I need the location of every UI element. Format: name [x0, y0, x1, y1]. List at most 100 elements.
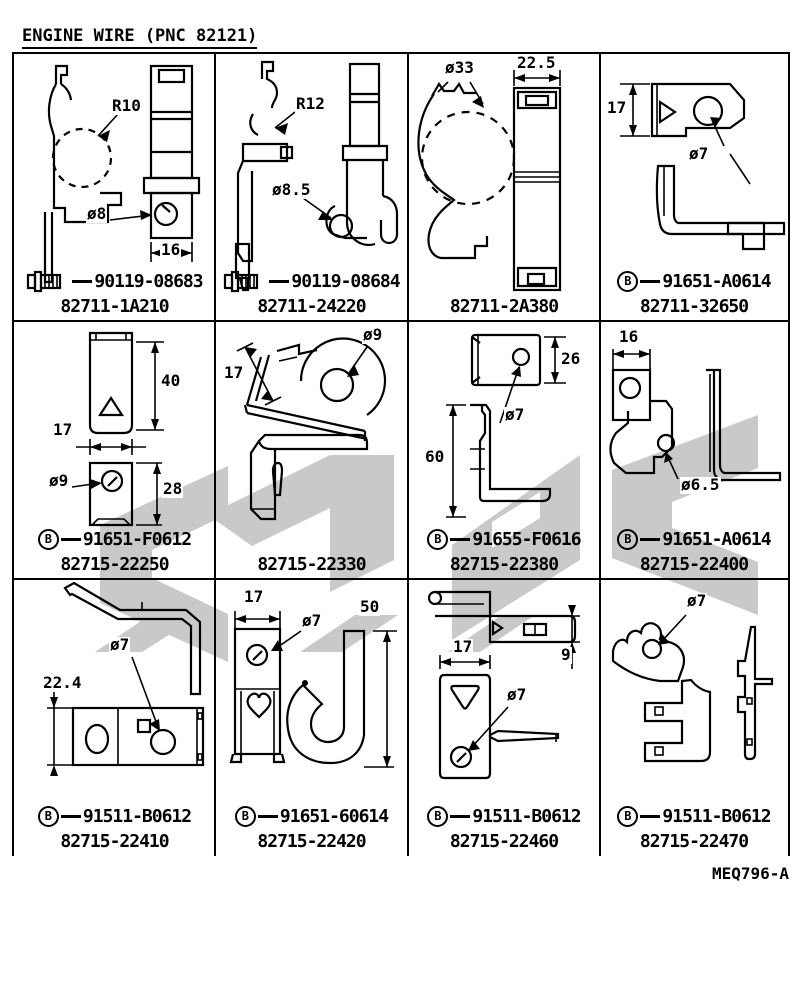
catalog-cell-11: 9 17 ø7 B 91511-B0612 82715-22460: [408, 579, 600, 856]
circle-b-icon: B: [617, 805, 639, 827]
part-row: 82715-22460: [408, 829, 600, 853]
fastener-row: B 91655-F0616: [408, 526, 600, 552]
part-row: 82711-2A380: [408, 294, 600, 318]
dimension-label: ø33: [444, 58, 475, 77]
fastener-number[interactable]: 91655-F0616: [472, 528, 581, 550]
dimension-label: ø7: [506, 685, 528, 704]
fastener-number[interactable]: 91651-60614: [279, 805, 389, 827]
fastener-number[interactable]: 91511-B0612: [82, 805, 192, 827]
bracket-drawing: [446, 333, 566, 518]
fastener-row: 90119-08684: [215, 268, 408, 294]
clamp-drawing: [417, 70, 562, 292]
bracket-drawing: [611, 614, 774, 763]
grid-line-col1: [214, 52, 216, 856]
part-number[interactable]: 82715-22410: [60, 830, 169, 852]
leader-dash: [60, 814, 81, 818]
part-number[interactable]: 82715-22470: [639, 830, 749, 852]
fastener-number[interactable]: 91651-F0612: [82, 528, 192, 550]
dimension-label: 26: [560, 349, 582, 368]
dimension-label: ø7: [688, 144, 710, 163]
leader-dash: [640, 279, 661, 283]
fastener-row: B 91651-A0614: [600, 526, 788, 552]
part-number[interactable]: 82711-32650: [639, 295, 749, 317]
dimension-label: 17: [452, 637, 474, 656]
dimension-label: 16: [160, 240, 182, 259]
part-number[interactable]: 82715-22250: [60, 553, 169, 575]
dimension-label: 17: [223, 363, 245, 382]
dimension-label: 16: [618, 327, 640, 346]
part-row: 82715-22420: [215, 829, 408, 853]
fastener-number[interactable]: 90119-08684: [291, 270, 400, 292]
grid-line-col2: [407, 52, 409, 856]
fastener-number[interactable]: 91511-B0612: [662, 805, 771, 827]
catalog-cell-2: R12 ø8.5 90119-08684 82711-24220: [215, 54, 408, 321]
part-row: 82715-22470: [600, 829, 788, 853]
part-number[interactable]: 82715-22330: [257, 553, 366, 575]
dimension-label: ø7: [504, 405, 526, 424]
bracket-drawing: [236, 337, 387, 521]
fastener-row: B 91511-B0612: [14, 803, 215, 829]
fastener-number[interactable]: 90119-08683: [94, 270, 203, 292]
catalog-cell-1: R10 ø8 16 90119-08683 82711-1A210: [14, 54, 215, 321]
fastener-row: 90119-08683: [14, 268, 215, 294]
clamp-bracket-drawing: [234, 60, 399, 292]
dimension-label: 22.5: [516, 53, 557, 72]
fastener-row: B 91651-F0612: [14, 526, 215, 552]
leader-dash: [72, 279, 93, 283]
leader-dash: [60, 537, 81, 541]
circle-b-icon: B: [37, 805, 59, 827]
catalog-cell-9: ø7 22.4 B 91511-B0612 82715-22410: [14, 579, 215, 856]
bracket-drawing: [609, 349, 782, 482]
part-row: 82711-24220: [215, 294, 408, 318]
part-number[interactable]: 82711-24220: [257, 295, 366, 317]
dimension-label: R10: [111, 96, 142, 115]
catalog-cell-5: 40 17 ø9 28 B 91651-F0612 82715-22250: [14, 321, 215, 579]
dimension-label: ø7: [686, 591, 708, 610]
document-code: MEQ796-A: [712, 864, 790, 883]
fastener-row: B 91511-B0612: [408, 803, 600, 829]
catalog-cell-4: 17 ø7 B 91651-A0614 82711-32650: [600, 54, 788, 321]
circle-b-icon: B: [427, 805, 449, 827]
part-row: 82711-1A210: [14, 294, 215, 318]
part-number[interactable]: 82711-1A210: [60, 295, 169, 317]
clamp-bracket-drawing: [43, 64, 201, 284]
catalog-cell-12: ø7 B 91511-B0612 82715-22470: [600, 579, 788, 856]
dimension-label: 22.4: [42, 673, 83, 692]
part-number[interactable]: 82715-22400: [639, 553, 749, 575]
dimension-label: R12: [295, 94, 326, 113]
bolt-icon: [27, 270, 62, 293]
part-row: 82715-22380: [408, 552, 600, 576]
part-number[interactable]: 82715-22460: [449, 830, 559, 852]
bracket-drawing: [47, 581, 205, 776]
dimension-label: ø9: [48, 471, 70, 490]
grid-line-col3: [599, 52, 601, 856]
part-number[interactable]: 82715-22420: [257, 830, 366, 852]
leader-dash: [450, 537, 471, 541]
dimension-label: ø6.5: [680, 475, 721, 494]
part-number[interactable]: 82711-2A380: [449, 295, 559, 317]
dimension-label: ø7: [109, 635, 131, 654]
circle-b-icon: B: [37, 528, 59, 550]
grid-line-row2: [12, 578, 790, 580]
dimension-label: 50: [359, 597, 381, 616]
dimension-label: 17: [606, 98, 628, 117]
circle-b-icon: B: [234, 805, 256, 827]
fastener-number[interactable]: 91651-A0614: [662, 528, 771, 550]
bolt-icon: [224, 270, 259, 293]
dimension-label: 17: [52, 420, 74, 439]
circle-b-icon: B: [617, 528, 639, 550]
catalog-cell-10: 17 ø7 50 B 91651-60614 82715-22420: [215, 579, 408, 856]
catalog-cell-7: 26 ø7 60 B 91655-F0616 82715-22380: [408, 321, 600, 579]
grid-line-right: [788, 52, 790, 856]
fastener-number[interactable]: 91511-B0612: [472, 805, 581, 827]
fastener-number[interactable]: 91651-A0614: [662, 270, 771, 292]
dimension-label: ø7: [301, 611, 323, 630]
dimension-label: 40: [160, 371, 182, 390]
dimension-label: ø9: [362, 325, 384, 344]
part-number[interactable]: 82715-22380: [449, 553, 559, 575]
dimension-label: ø8: [86, 204, 108, 223]
bracket-drawing: [71, 331, 164, 527]
circle-b-icon: B: [617, 270, 639, 292]
circle-b-icon: B: [427, 528, 449, 550]
